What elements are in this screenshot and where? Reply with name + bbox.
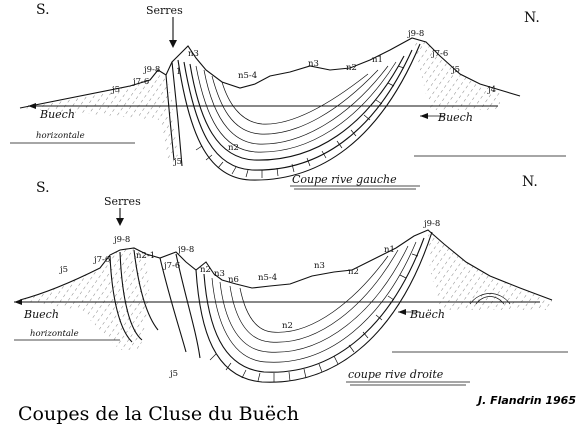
stratum-label: n3 [188,49,199,59]
stratum-label: j7-6 [93,255,110,265]
stratum-label: j9-8 [177,245,194,255]
lower-section [14,208,568,386]
stratum-label: j5 [111,85,120,95]
stratum-label: j5 [169,369,178,379]
lower-river-label-left: Buech [23,308,59,321]
stratum-label: n3 [314,261,325,271]
upper-syncline-strata [177,43,421,181]
stratum-label: n2 [348,267,359,277]
upper-river-arrow-left [28,103,36,109]
figure-author: J. Flandrin 1965 [476,394,576,407]
upper-north-label: N. [524,10,540,26]
stratum-label: j9-8 [143,65,160,75]
figure-title: Coupes de la Cluse du Buëch [18,403,299,425]
stratum-label: j7-6 [132,77,149,87]
lower-fold-strata [109,231,433,383]
lower-strata-labels: j9-8 j5 j7-6 n2-1 j7-6 j9-8 n2 n3 n6 n5-… [59,219,440,379]
stratum-label: j5 [451,65,460,75]
upper-river-label-left: Buech [39,108,75,121]
lower-hatched-mass-right [428,230,552,310]
lower-caption: coupe rive droite [348,368,444,381]
lower-ground-profile [19,229,553,301]
lower-north-label: N. [522,174,538,190]
upper-horizontal-label: horizontale [36,131,85,141]
upper-river-label-right: Buech [437,111,473,124]
stratum-label: n1 [372,55,383,65]
stratum-label: n5-4 [258,273,277,283]
lower-south-label: S. [36,180,50,196]
stratum-label: 1 [176,67,181,77]
stratum-label: n5-4 [238,71,257,81]
lower-hatched-mass-left [20,248,150,350]
stratum-label: n1 [384,245,395,255]
upper-south-label: S. [36,2,50,18]
stratum-label: j9-8 [423,219,440,229]
lower-town-label: Serres [104,195,141,208]
stratum-label: j7-6 [431,49,448,59]
lower-river-arrow-left [14,299,22,305]
stratum-label: n3 [214,269,225,279]
stratum-label: j4 [487,85,496,95]
upper-hatched-mass-left [20,70,178,165]
stratum-label: n3 [308,59,319,69]
stratum-label: j9-8 [407,29,424,39]
upper-caption: Coupe rive gauche [292,173,397,186]
stratum-label: j5 [173,157,182,167]
stratum-label: n2 [200,265,211,275]
upper-section [10,17,566,190]
stratum-label: n6 [228,275,239,285]
stratum-label: n2 [346,63,357,73]
stratum-label: n2-1 [136,251,155,261]
stratum-label: j7-6 [163,261,180,271]
lower-horizontal-label: horizontale [30,329,79,339]
upper-strata-labels: j5 j7-6 j9-8 1 n3 n5-4 n3 n2 n1 j9-8 j7-… [111,29,496,167]
upper-fault-lines [165,61,183,167]
upper-town-label: Serres [146,4,183,17]
stratum-label: n2 [228,143,239,153]
stratum-label: j5 [59,265,68,275]
stratum-label: n2 [282,321,293,331]
lower-river-label-right: Buëch [409,308,445,321]
upper-hatched-mass-right [412,38,500,110]
upper-ground-profile [19,37,521,109]
stratum-label: j9-8 [113,235,130,245]
